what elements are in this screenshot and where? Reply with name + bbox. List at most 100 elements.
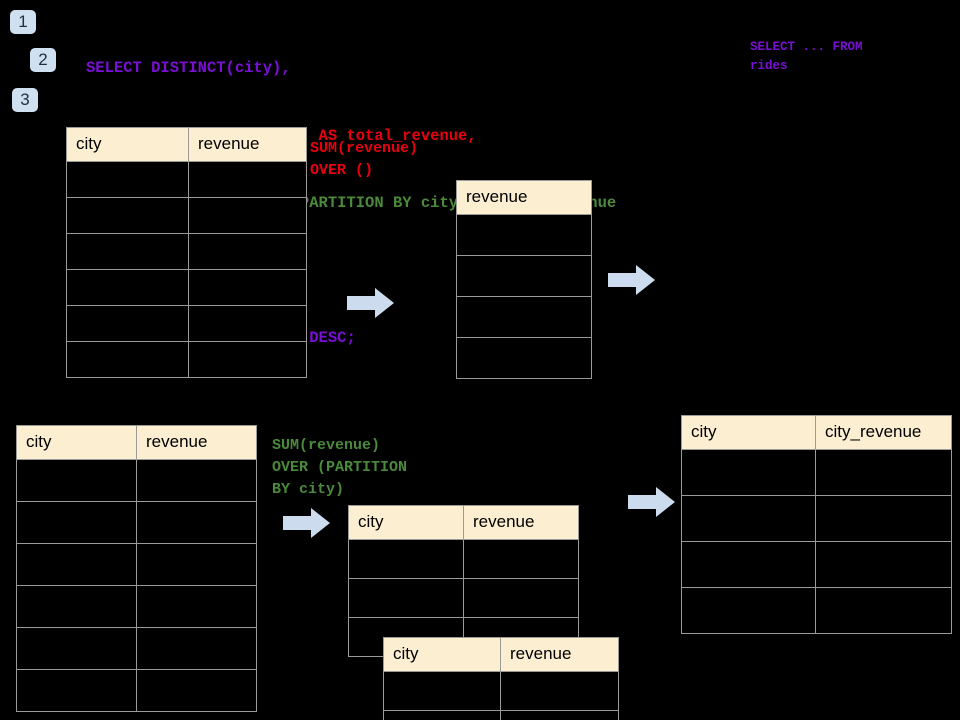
table-row xyxy=(681,541,952,588)
table-cell xyxy=(188,341,307,378)
table-cell xyxy=(456,214,592,256)
table-cell xyxy=(500,671,619,711)
table-cell xyxy=(136,585,257,628)
table-row xyxy=(348,578,579,618)
table-cell xyxy=(16,459,137,502)
total-revenue-table-body: revenue xyxy=(456,180,592,379)
table-cell xyxy=(815,495,952,542)
final-result-table: city city_revenue xyxy=(681,415,952,634)
table-row xyxy=(456,337,592,379)
table-header-row: city city_revenue xyxy=(681,415,952,450)
column-header-city: city xyxy=(16,425,137,460)
table-row xyxy=(66,341,307,378)
table-cell xyxy=(463,578,579,618)
table-cell xyxy=(456,337,592,379)
table-cell xyxy=(188,305,307,342)
column-header-revenue: revenue xyxy=(188,127,307,162)
annotation-select-from-rides: SELECT ... FROM rides xyxy=(750,40,863,73)
table-cell xyxy=(681,587,816,634)
table-row xyxy=(66,233,307,270)
table-row xyxy=(456,214,592,256)
table-row xyxy=(681,495,952,542)
column-header-city: city xyxy=(681,415,816,450)
table-cell xyxy=(463,539,579,579)
column-header-revenue: revenue xyxy=(136,425,257,460)
total-revenue-table: revenue xyxy=(456,180,592,379)
partition-group-table-back: city revenue xyxy=(348,505,579,657)
table-row xyxy=(456,296,592,338)
table-cell xyxy=(16,501,137,544)
column-header-revenue: revenue xyxy=(500,637,619,672)
final-result-table-body: city city_revenue xyxy=(681,415,952,634)
table-cell xyxy=(681,541,816,588)
table-cell xyxy=(136,543,257,586)
table-cell xyxy=(681,449,816,496)
arrow-rides-to-total xyxy=(347,288,395,323)
step-badge-3: 3 xyxy=(12,88,38,112)
column-header-revenue: revenue xyxy=(463,505,579,540)
table-cell xyxy=(815,541,952,588)
table-row xyxy=(456,255,592,297)
annotation-sum-over-empty: SUM(revenue) OVER () xyxy=(310,140,419,179)
table-row xyxy=(16,543,257,586)
partition-group-table-back-body: city revenue xyxy=(348,505,579,657)
table-row xyxy=(16,501,257,544)
column-header-city: city xyxy=(66,127,189,162)
table-cell xyxy=(815,449,952,496)
rides-source-table-body: city revenue xyxy=(66,127,307,378)
column-header-city-revenue: city_revenue xyxy=(815,415,952,450)
annotation-sum-over-partition: SUM(revenue) OVER (PARTITION BY city) xyxy=(272,437,408,498)
table-cell xyxy=(815,587,952,634)
table-cell xyxy=(188,269,307,306)
table-row xyxy=(66,197,307,234)
table-header-row: city revenue xyxy=(66,127,307,162)
table-cell xyxy=(383,671,501,711)
table-header-row: city revenue xyxy=(16,425,257,460)
table-cell xyxy=(188,161,307,198)
table-row xyxy=(383,710,619,720)
table-cell xyxy=(136,459,257,502)
table-header-row: city revenue xyxy=(348,505,579,540)
table-row xyxy=(16,585,257,628)
table-cell xyxy=(136,669,257,712)
table-row xyxy=(681,449,952,496)
table-cell xyxy=(188,233,307,270)
table-header-row: revenue xyxy=(456,180,592,215)
table-cell xyxy=(16,669,137,712)
table-row xyxy=(66,161,307,198)
table-cell xyxy=(383,710,501,720)
table-row xyxy=(681,587,952,634)
column-header-city: city xyxy=(348,505,464,540)
table-cell xyxy=(66,161,189,198)
table-row xyxy=(348,539,579,579)
table-row xyxy=(66,269,307,306)
table-cell xyxy=(66,269,189,306)
table-row xyxy=(16,627,257,670)
table-cell xyxy=(500,710,619,720)
table-cell xyxy=(66,197,189,234)
table-cell xyxy=(456,255,592,297)
table-row xyxy=(66,305,307,342)
table-cell xyxy=(348,578,464,618)
table-cell xyxy=(16,627,137,670)
table-cell xyxy=(16,585,137,628)
table-cell xyxy=(456,296,592,338)
table-cell xyxy=(136,501,257,544)
table-row xyxy=(16,669,257,712)
partition-group-table-front-body: city revenue xyxy=(383,637,619,720)
table-cell xyxy=(681,495,816,542)
column-header-city: city xyxy=(383,637,501,672)
table-row xyxy=(383,671,619,711)
table-cell xyxy=(188,197,307,234)
rides-source-table-2-body: city revenue xyxy=(16,425,257,712)
table-cell xyxy=(136,627,257,670)
rides-source-table: city revenue xyxy=(66,127,307,378)
arrow-partition-to-result xyxy=(628,487,676,522)
table-cell xyxy=(16,543,137,586)
arrow-total-to-result xyxy=(608,265,656,300)
partition-group-table-front: city revenue xyxy=(383,637,619,720)
table-header-row: city revenue xyxy=(383,637,619,672)
table-cell xyxy=(66,341,189,378)
arrow-rides-to-partition xyxy=(283,508,331,543)
table-row xyxy=(16,459,257,502)
